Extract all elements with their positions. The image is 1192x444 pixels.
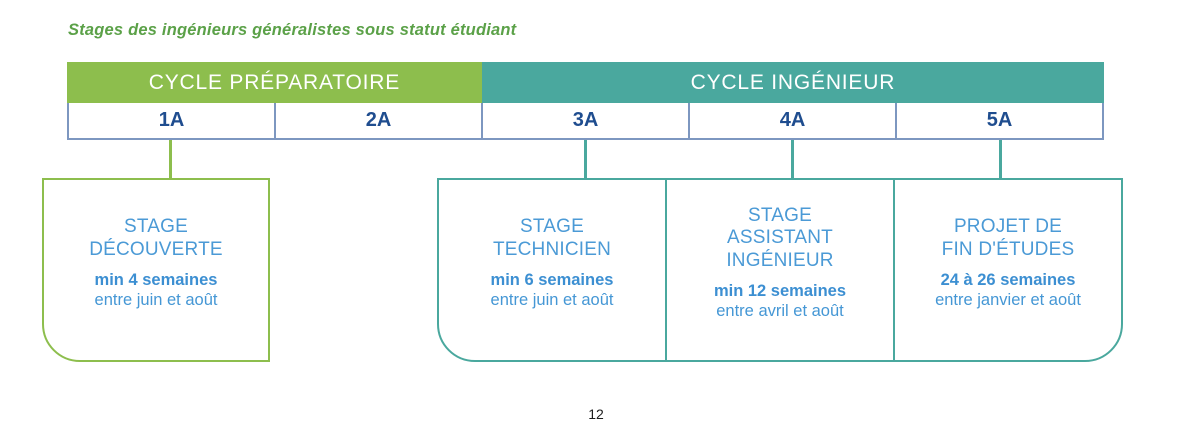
internship-content: PROJET DE FIN D'ÉTUDES 24 à 26 semaines …	[895, 180, 1121, 360]
internship-box-projet-fin-etudes: PROJET DE FIN D'ÉTUDES 24 à 26 semaines …	[893, 180, 1121, 360]
internship-content: STAGE ASSISTANT INGÉNIEUR min 12 semaine…	[667, 180, 893, 360]
internship-box-group-cycle-ingenieur: STAGE TECHNICIEN min 6 semaines entre ju…	[437, 178, 1123, 362]
internship-duration: min 6 semaines	[490, 270, 614, 289]
internship-title: STAGE ASSISTANT INGÉNIEUR	[726, 204, 834, 271]
internship-box-stage-assistant-ingenieur: STAGE ASSISTANT INGÉNIEUR min 12 semaine…	[665, 180, 893, 360]
connector-5a-to-pfe	[999, 140, 1002, 178]
internship-content: STAGE TECHNICIEN min 6 semaines entre ju…	[439, 180, 665, 360]
year-cell-1a: 1A	[158, 109, 185, 131]
internship-duration: 24 à 26 semaines	[940, 270, 1076, 289]
internship-content: STAGE DÉCOUVERTE min 4 semaines entre ju…	[44, 180, 268, 360]
internship-period: entre juin et août	[94, 290, 218, 309]
cycle-preparatoire-header: CYCLE PRÉPARATOIRE	[67, 62, 482, 103]
year-row: 1A 2A 3A 4A 5A	[67, 103, 1104, 140]
page-number: 12	[588, 406, 604, 422]
internship-duration: min 12 semaines	[713, 282, 847, 301]
page-title: Stages des ingénieurs généralistes sous …	[68, 21, 517, 39]
connector-1a-to-stage-decouverte	[169, 140, 172, 178]
internship-duration: min 4 semaines	[94, 270, 218, 289]
year-cell-5a: 5A	[895, 103, 1102, 138]
year-cell-3a: 3A	[481, 103, 688, 138]
internship-title: STAGE TECHNICIEN	[492, 216, 612, 260]
cycle-header-row: CYCLE PRÉPARATOIRE CYCLE INGÉNIEUR	[67, 62, 1104, 103]
internship-box-stage-technicien: STAGE TECHNICIEN min 6 semaines entre ju…	[439, 180, 665, 360]
cycle-ingenieur-header: CYCLE INGÉNIEUR	[481, 62, 1104, 103]
internship-box-stage-decouverte: STAGE DÉCOUVERTE min 4 semaines entre ju…	[42, 178, 270, 362]
internship-period: entre juin et août	[490, 290, 614, 309]
connector-4a-to-stage-assistant	[791, 140, 794, 178]
year-cell-2a: 2A	[274, 103, 481, 138]
connector-3a-to-stage-technicien	[584, 140, 587, 178]
timeline-table: CYCLE PRÉPARATOIRE CYCLE INGÉNIEUR 1A 2A…	[67, 62, 1104, 140]
internship-title: PROJET DE FIN D'ÉTUDES	[941, 216, 1075, 260]
internship-period: entre janvier et août	[935, 290, 1081, 309]
year-cell-4a: 4A	[688, 103, 895, 138]
internship-period: entre avril et août	[716, 302, 844, 321]
internship-title: STAGE DÉCOUVERTE	[89, 216, 223, 260]
